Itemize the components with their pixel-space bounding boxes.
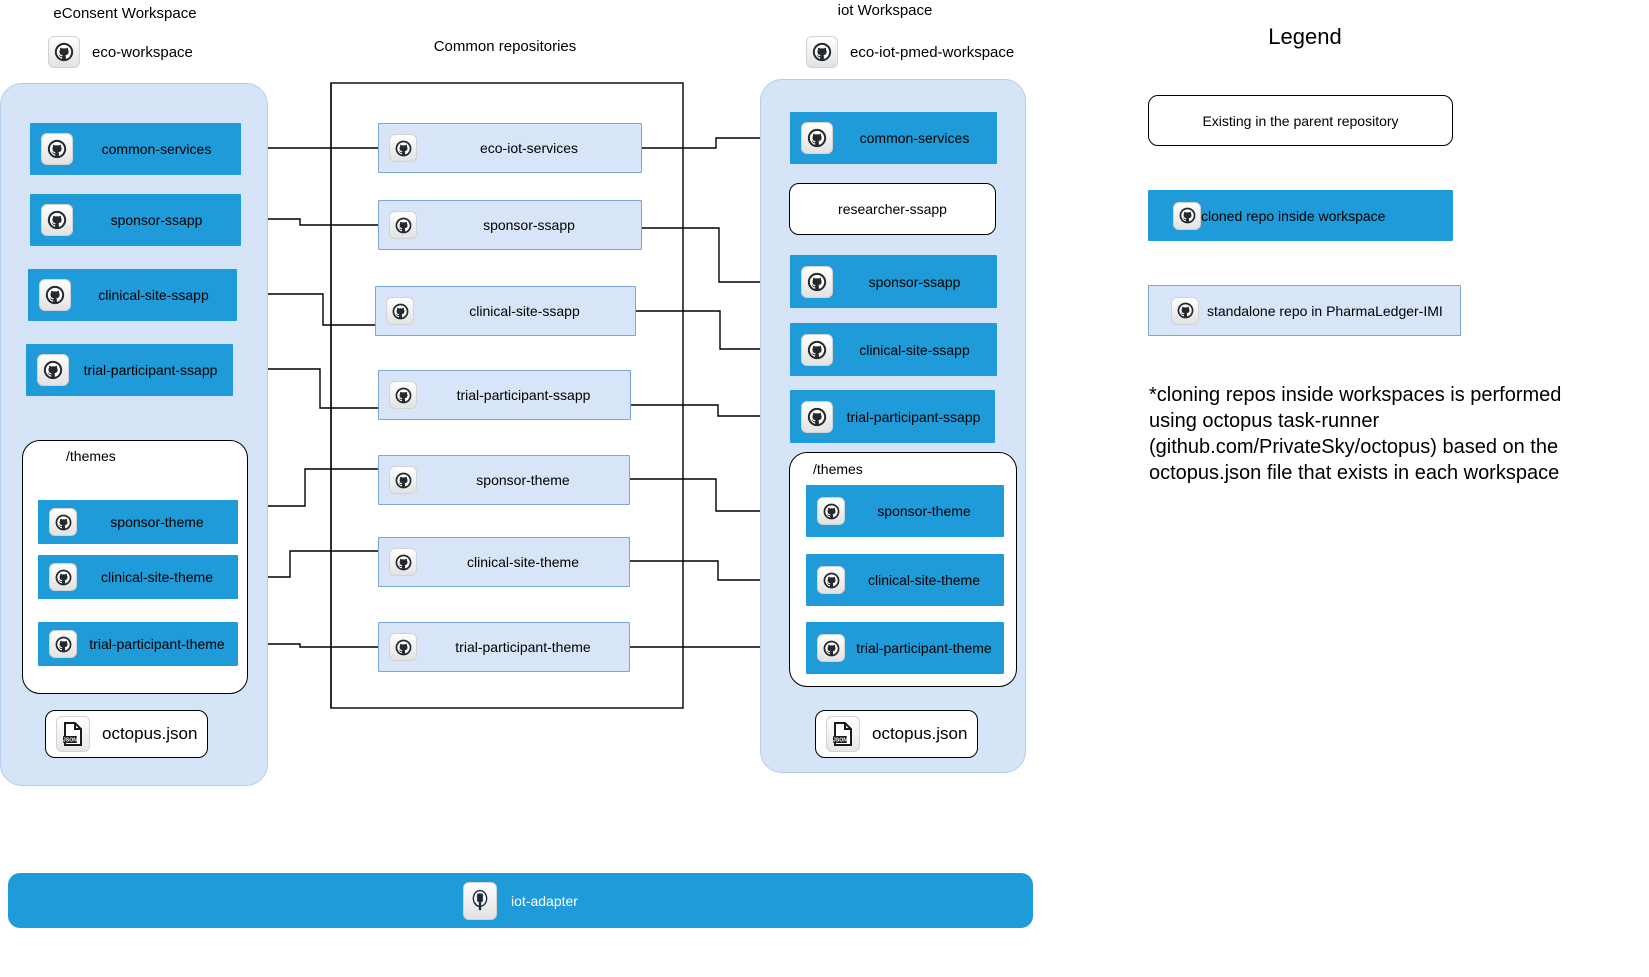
node-label: common-services [859,130,970,146]
iot-theme-sponsor-theme[interactable]: sponsor-theme [806,485,1004,537]
common-repo-sponsor-ssapp[interactable]: sponsor-ssapp [378,200,642,250]
node-label: sponsor-theme [110,514,204,530]
github-icon [1171,296,1199,325]
iot-root-repo: eco-iot-pmed-workspace [806,36,1014,68]
common-repo-sponsor-theme[interactable]: sponsor-theme [378,455,630,505]
legend-item-standalone: standalone repo in PharmaLedger-IMI [1148,285,1461,336]
github-icon [49,563,77,591]
github-icon [806,36,838,68]
common-repo-clinical-site-theme[interactable]: clinical-site-theme [378,537,630,587]
econsent-repo-clinical-site-ssapp[interactable]: clinical-site-ssapp [28,269,237,321]
node-label: clinical-site-theme [466,554,580,570]
node-label: trial-participant-ssapp [83,362,218,378]
econsent-root-repo: eco-workspace [48,36,193,68]
legend-title: Legend [1268,24,1342,49]
github-icon [801,122,833,154]
iot-repo-researcher-ssapp[interactable]: researcher-ssapp [789,183,996,235]
github-icon [389,466,417,494]
iot-theme-trial-participant-theme[interactable]: trial-participant-theme [806,622,1004,674]
econsent-repo-sponsor-ssapp[interactable]: sponsor-ssapp [30,194,241,246]
common-repo-trial-participant-ssapp[interactable]: trial-participant-ssapp [378,370,631,420]
node-label: trial-participant-theme [455,639,591,655]
node-label: trial-participant-theme [89,636,225,652]
common-repo-trial-participant-theme[interactable]: trial-participant-theme [378,622,630,672]
github-icon [37,354,69,386]
econsent-repo-trial-participant-ssapp[interactable]: trial-participant-ssapp [26,344,233,396]
iot-repo-trial-participant-ssapp[interactable]: trial-participant-ssapp [790,390,995,443]
econsent-root-repo-label: eco-workspace [92,43,193,61]
node-label: trial-participant-ssapp [456,387,591,403]
econsent-theme-sponsor-theme[interactable]: sponsor-theme [38,500,238,544]
node-label: common-services [101,141,212,157]
node-label: clinical-site-ssapp [469,303,580,319]
legend-item-parent: Existing in the parent repository [1148,95,1453,146]
github-icon [389,211,417,239]
econsent-themes-group-title: /themes [66,448,116,464]
github-icon [801,333,833,366]
node-label: sponsor-ssapp [110,212,203,228]
node-label: sponsor-theme [476,472,570,488]
iot-adapter-bar[interactable]: iot-adapter [8,873,1033,928]
iot-repo-sponsor-ssapp[interactable]: sponsor-ssapp [790,255,997,308]
econsent-repo-common-services[interactable]: common-services [30,123,241,175]
plug-icon [463,881,498,920]
econsent-theme-clinical-site-theme[interactable]: clinical-site-theme [38,555,238,599]
github-icon [817,566,845,594]
common-repo-clinical-site-ssapp[interactable]: clinical-site-ssapp [375,286,636,336]
github-icon [389,134,417,162]
github-icon [39,279,71,311]
node-label: trial-participant-theme [856,640,992,656]
iot-octopus-json[interactable]: JSON octopus.json [815,710,978,758]
node-label: sponsor-ssapp [483,217,575,233]
iot-themes-group-title: /themes [813,461,863,477]
github-icon [389,633,417,661]
iot-theme-clinical-site-theme[interactable]: clinical-site-theme [806,554,1004,606]
github-icon [389,381,417,409]
json-file-icon: JSON [826,716,860,752]
econsent-theme-trial-participant-theme[interactable]: trial-participant-theme [38,622,238,666]
node-label: clinical-site-ssapp [98,287,209,303]
iot-workspace-title: iot Workspace [837,2,933,19]
node-label: researcher-ssapp [838,201,947,217]
github-icon [41,133,73,165]
node-label: eco-iot-services [479,140,579,156]
node-label: trial-participant-ssapp [846,408,981,425]
legend-item-cloned: cloned repo inside workspace [1148,190,1453,241]
iot-repo-common-services[interactable]: common-services [790,112,997,164]
github-icon [49,630,77,658]
iot-repo-clinical-site-ssapp[interactable]: clinical-site-ssapp [790,323,997,376]
github-icon [817,634,845,662]
econsent-octopus-json[interactable]: JSON octopus.json [45,710,208,758]
iot-adapter-label: iot-adapter [511,892,578,909]
node-label: sponsor-ssapp [868,273,961,290]
github-icon [48,36,80,68]
github-icon [801,400,833,433]
svg-text:JSON: JSON [63,738,77,744]
octopus-json-label: octopus.json [102,724,198,743]
json-file-icon: JSON [56,716,90,752]
github-icon [801,265,833,298]
common-repositories-title: Common repositories [433,38,577,55]
node-label: clinical-site-theme [867,572,981,588]
econsent-workspace-title: eConsent Workspace [53,5,197,22]
github-icon [389,548,417,576]
common-repo-eco-iot-services[interactable]: eco-iot-services [378,123,642,173]
legend-item-label: standalone repo in PharmaLedger-IMI [1207,302,1443,319]
node-label: clinical-site-theme [100,569,214,585]
legend-item-label: cloned repo inside workspace [1201,207,1386,224]
github-icon [49,508,77,536]
github-icon [1173,201,1201,230]
octopus-json-label: octopus.json [872,724,968,743]
github-icon [817,497,845,525]
legend-note: *cloning repos inside workspaces is perf… [1149,384,1562,484]
github-icon [41,204,73,236]
legend-item-label: Existing in the parent repository [1202,112,1399,129]
svg-text:JSON: JSON [833,738,847,744]
iot-root-repo-label: eco-iot-pmed-workspace [850,43,1015,61]
node-label: sponsor-theme [877,503,971,519]
node-label: clinical-site-ssapp [859,341,970,358]
github-icon [386,297,414,325]
